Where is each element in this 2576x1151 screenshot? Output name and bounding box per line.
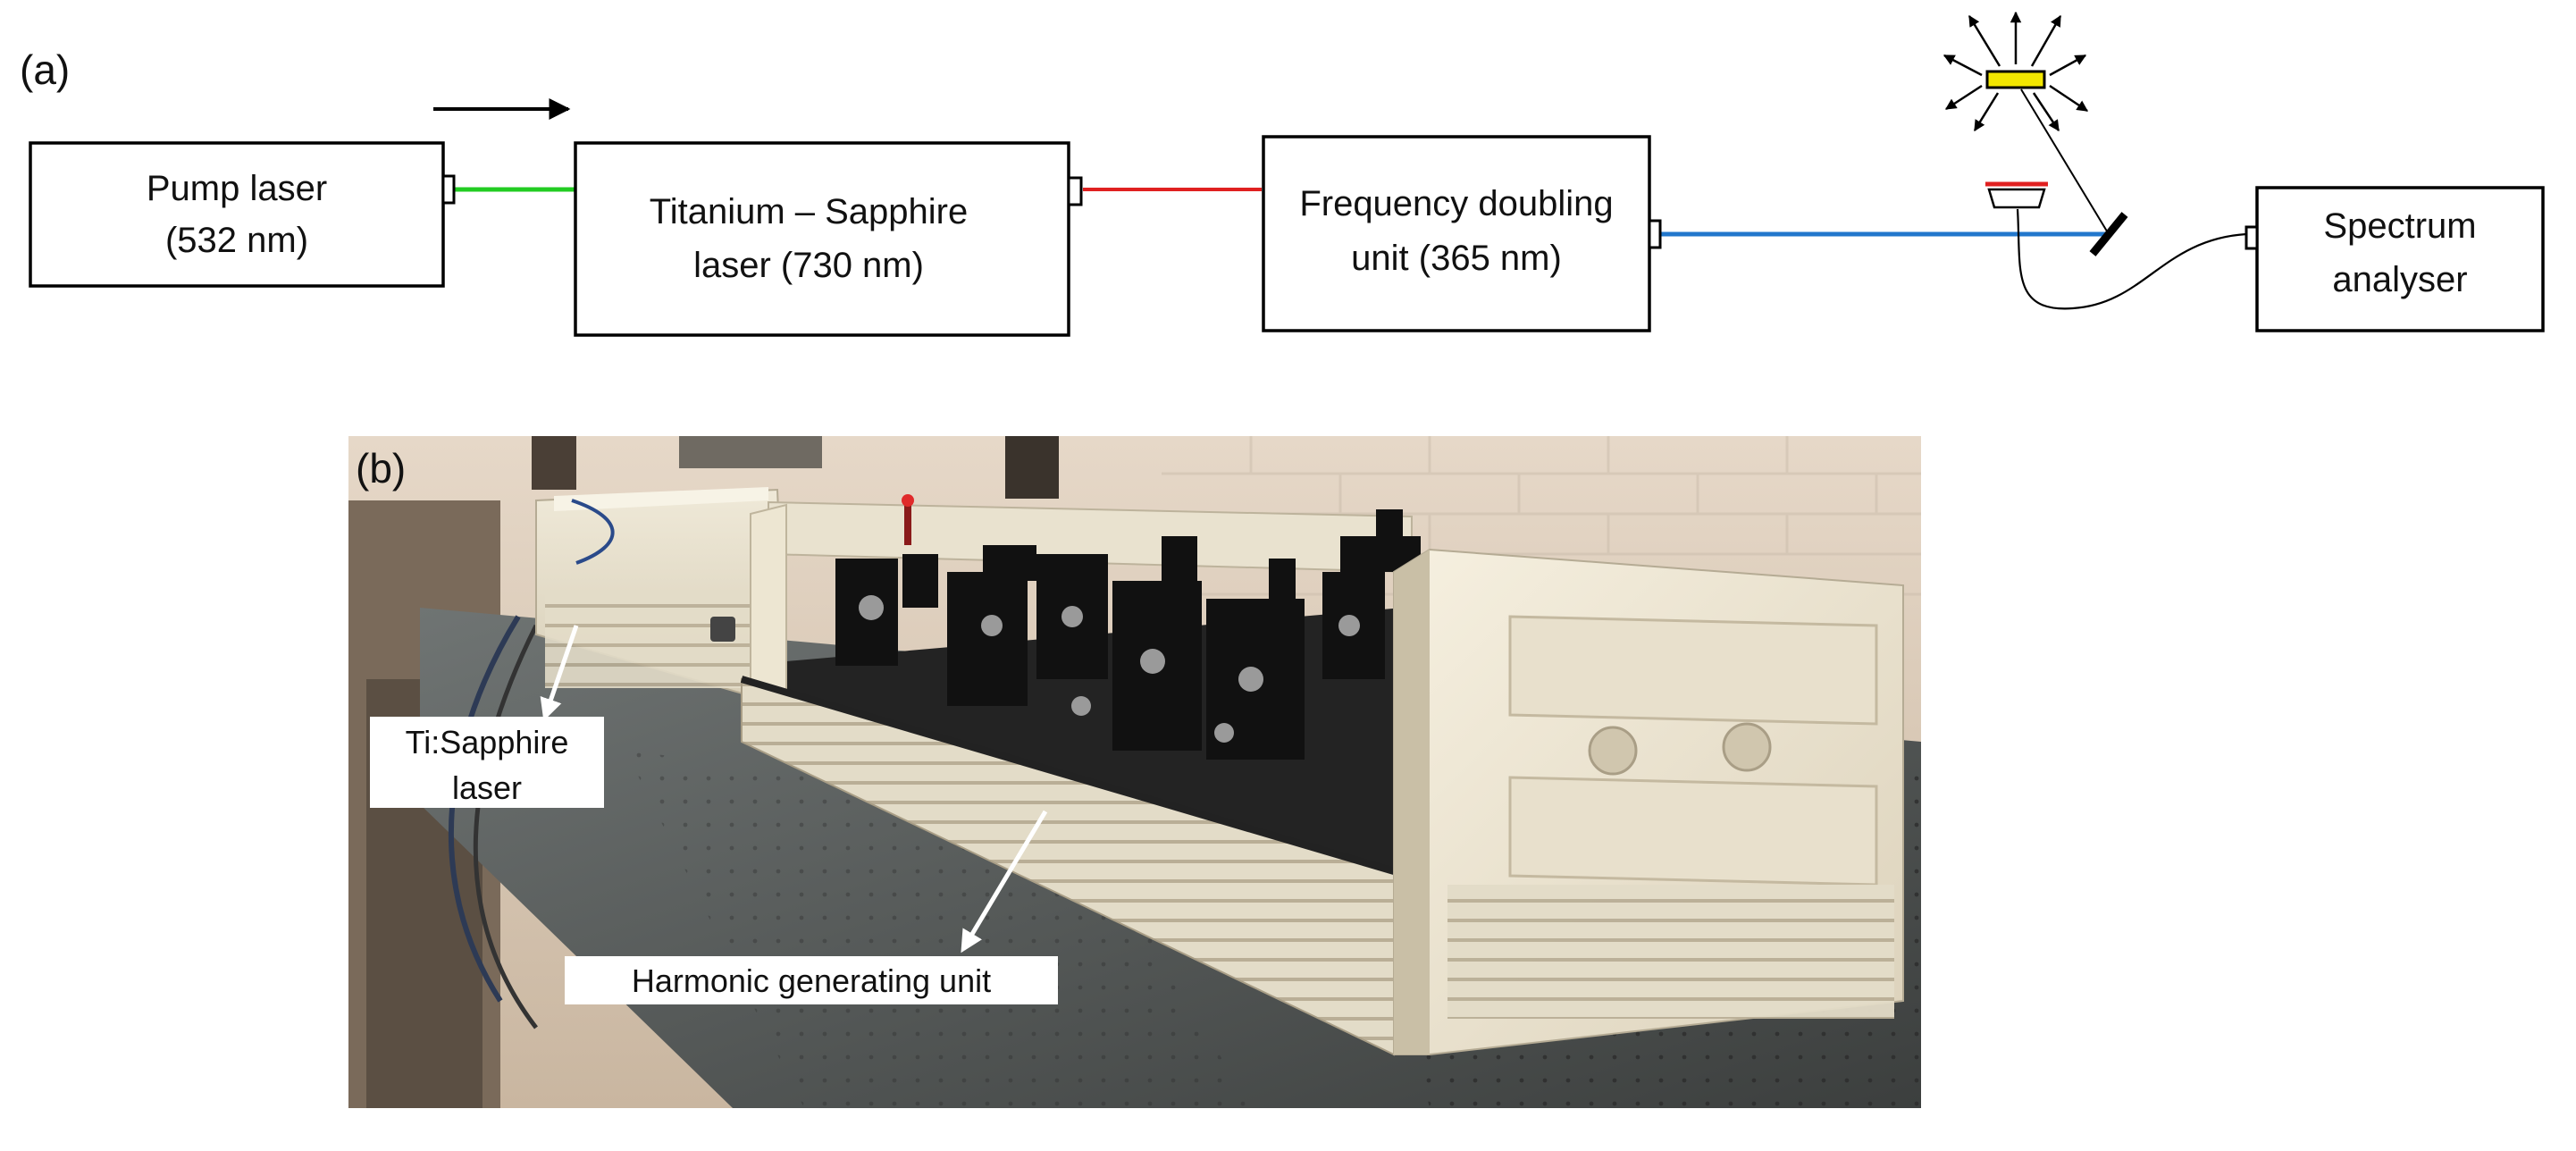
spectrum-analyser-label: Spectrum: [2323, 206, 2476, 246]
pump-laser-label: Pump laser: [147, 169, 327, 208]
frequency-doubling-label: Frequency doubling: [1299, 184, 1613, 223]
harmonic-unit-housing: [740, 494, 1904, 1056]
harmonic-annotation-text: Harmonic generating unit: [632, 962, 991, 999]
panel-b-photo: (b) Ti:Sapphire laser Harmonic generatin…: [348, 436, 1921, 1108]
fluorescent-sample-icon: [1942, 11, 2110, 235]
panel-b-label: (b): [356, 445, 406, 491]
frequency-doubling-box: Frequency doubling unit (365 nm): [1262, 135, 1662, 332]
panel-a-label: (a): [20, 46, 70, 93]
output-port-icon: [1067, 176, 1083, 206]
optical-fibre: [2016, 208, 2247, 310]
pump-laser-wavelength: (532 nm): [165, 221, 308, 260]
tisapphire-pointer-arrow-icon: [540, 625, 579, 721]
frequency-doubling-wavelength: unit (365 nm): [1351, 239, 1562, 278]
harmonic-annotation: Harmonic generating unit: [565, 956, 1058, 1004]
tisapphire-laser-box: Titanium – Sapphire laser (730 nm): [574, 141, 1083, 337]
spectrum-analyser-label-2: analyser: [2332, 260, 2467, 299]
output-port-icon: [1648, 219, 1662, 249]
tisapphire-annotation-line1: Ti:Sapphire: [406, 724, 569, 760]
pump-laser-box: Pump laser (532 nm): [29, 141, 456, 288]
spectrum-analyser-box: Spectrum analyser: [2245, 186, 2545, 332]
tisapphire-housing: [535, 487, 788, 708]
tisapphire-laser-wavelength: laser (730 nm): [693, 246, 924, 285]
tisapphire-laser-label: Titanium – Sapphire: [650, 192, 968, 231]
harmonic-pointer-arrow-icon: [961, 810, 1048, 954]
tisapphire-annotation-line2: laser: [452, 769, 522, 806]
tisapphire-annotation: Ti:Sapphire laser: [370, 717, 604, 808]
input-port-icon: [2245, 225, 2259, 250]
collection-detector-icon: [1985, 181, 2048, 209]
panel-a-schematic: (a) Pump laser (532 nm) Titanium – Sapph…: [20, 11, 2545, 337]
output-port-icon: [441, 174, 456, 205]
